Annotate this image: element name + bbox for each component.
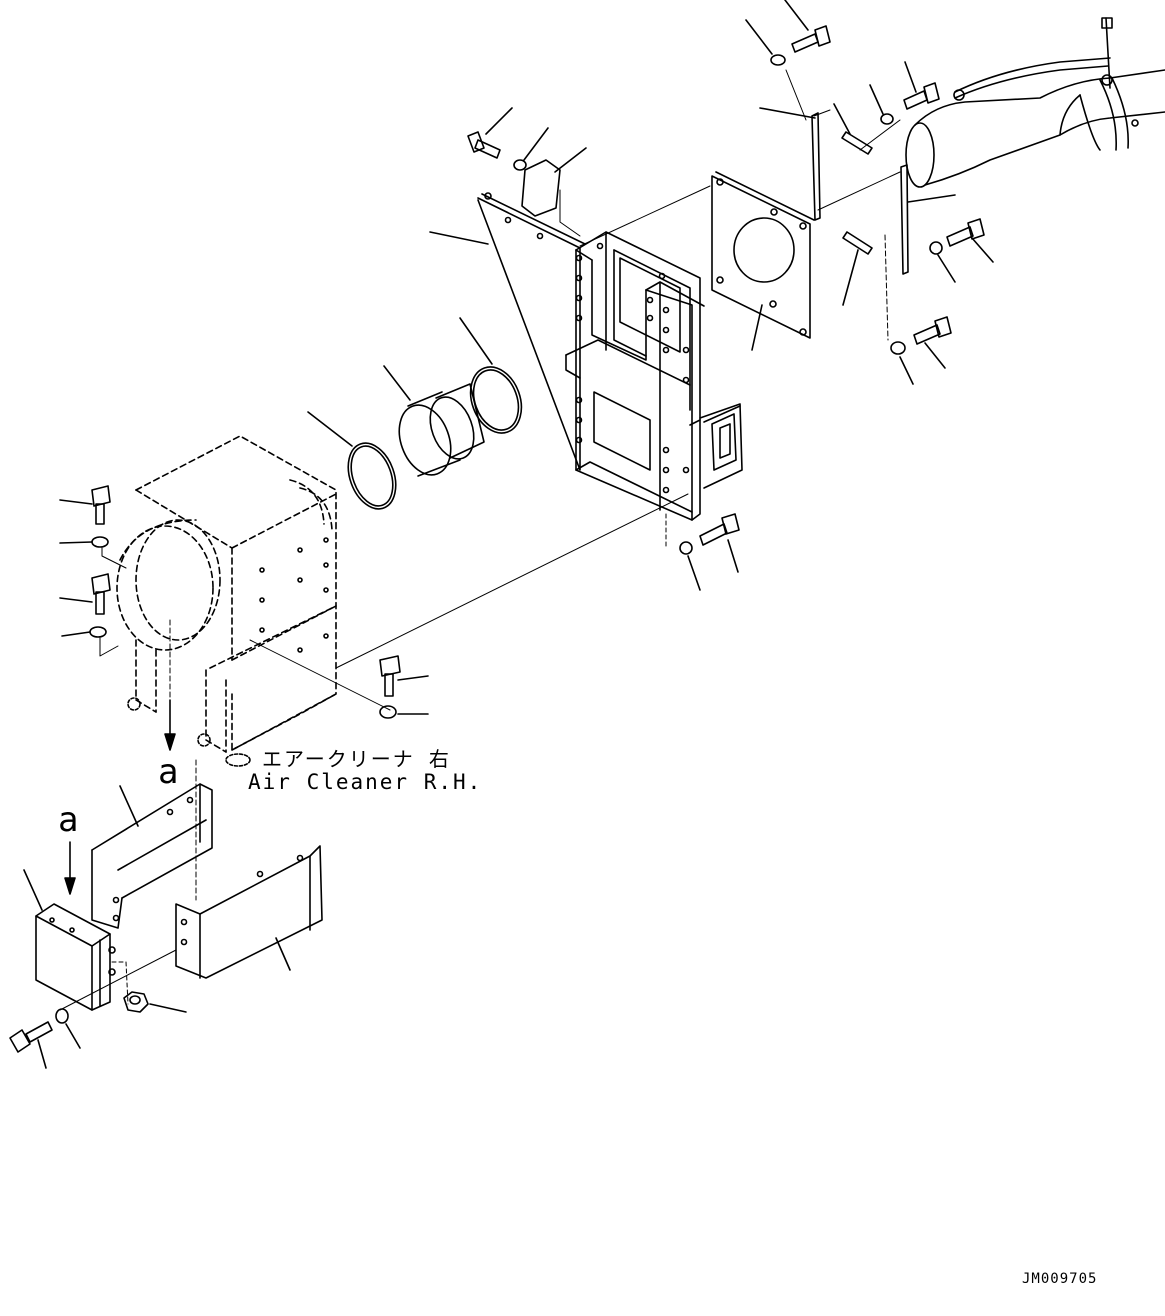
part-name-english: Air Cleaner R.H.: [248, 770, 483, 794]
alignment-lines: [169, 69, 901, 901]
top-bolts-washers: [745, 0, 994, 385]
main-bracket: [429, 192, 743, 521]
top-left-bolt: [467, 107, 549, 171]
view-arrows: [64, 699, 176, 895]
clamps-and-adapter: [307, 317, 523, 510]
cover-plate: [521, 147, 587, 237]
drawing-code: JM009705: [1022, 1271, 1098, 1287]
view-marker-lower: a: [58, 800, 79, 840]
view-marker-upper: a: [158, 752, 179, 792]
part-name-japanese: エアークリーナ 右: [262, 747, 451, 771]
intake-hose: [905, 17, 1165, 188]
left-bolts-washers: [59, 485, 127, 657]
bottom-center-bolt: [379, 655, 429, 719]
air-cleaner-body: [116, 435, 337, 767]
flange-plate: [711, 171, 815, 351]
center-bolt-washer: [665, 513, 740, 591]
lower-brackets: [9, 783, 323, 1069]
